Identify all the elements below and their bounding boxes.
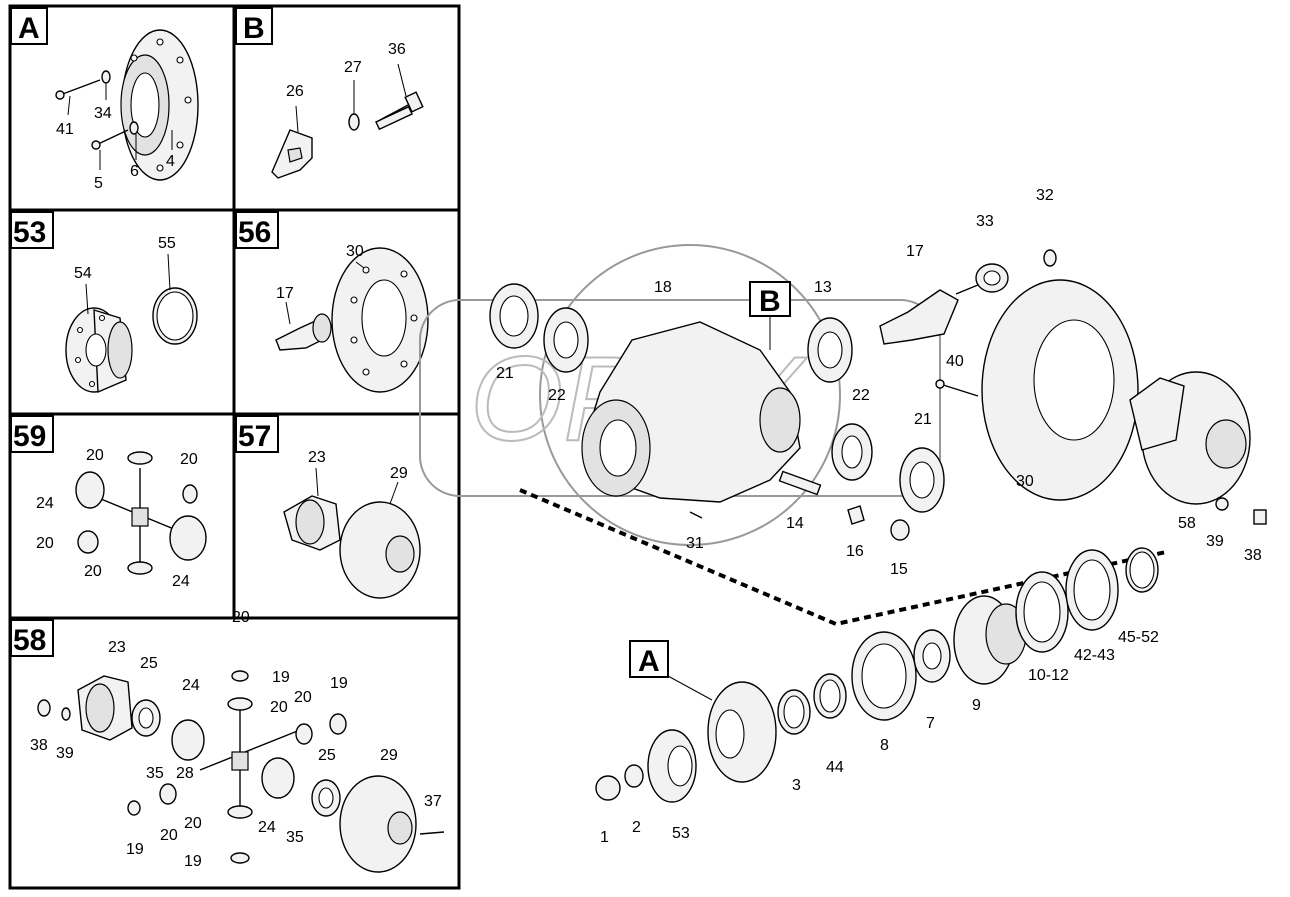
label-main-7: 7 (926, 715, 935, 732)
label-main-42-43: 42-43 (1074, 647, 1115, 664)
label-main-58: 58 (1178, 515, 1196, 532)
label-58-19c: 19 (126, 841, 144, 858)
label-main-10-12: 10-12 (1028, 667, 1069, 684)
panel-58-drawing: 23 25 24 19 20 20 19 38 39 35 28 20 25 2… (30, 609, 445, 873)
label-58-19b: 19 (330, 675, 348, 692)
label-58-29: 29 (380, 747, 398, 764)
label-56-30: 30 (346, 243, 364, 260)
label-b-27: 27 (344, 59, 362, 76)
label-53-55: 55 (158, 235, 176, 252)
main-callouts: A B (629, 281, 791, 701)
label-58-23: 23 (108, 639, 126, 656)
label-58-37: 37 (424, 793, 442, 810)
label-a-41: 41 (56, 121, 74, 138)
panel-53-drawing: 54 55 (65, 235, 198, 394)
panel-tag-59: 59 (13, 420, 46, 453)
label-58-25b: 25 (318, 747, 336, 764)
panel-57-drawing: 23 29 (283, 449, 421, 599)
label-58-19a: 19 (272, 669, 290, 686)
panel-tag-57: 57 (238, 420, 271, 453)
label-main-45-52: 45-52 (1118, 629, 1159, 646)
label-58-35a: 35 (146, 765, 164, 782)
label-58-35b: 35 (286, 829, 304, 846)
label-main-2: 2 (632, 819, 641, 836)
label-main-21a: 21 (496, 365, 514, 382)
label-59-24b: 24 (172, 573, 190, 590)
label-58-20e: 20 (232, 609, 250, 626)
label-main-18: 18 (654, 279, 672, 296)
label-58-39: 39 (56, 745, 74, 762)
label-b-36: 36 (388, 41, 406, 58)
label-main-3: 3 (792, 777, 801, 794)
label-53-54: 54 (74, 265, 92, 282)
label-56-17: 17 (276, 285, 294, 302)
panel-grid (8, 4, 461, 890)
label-58-24b: 24 (258, 819, 276, 836)
label-58-20d: 20 (184, 815, 202, 832)
label-main-1: 1 (600, 829, 609, 846)
panel-tag-58: 58 (13, 624, 46, 657)
label-main-14: 14 (786, 515, 804, 532)
panel-59-drawing: 20 20 24 20 20 24 (36, 447, 207, 590)
callout-a: A (638, 645, 660, 678)
label-main-40: 40 (946, 353, 964, 370)
panel-tag-a: A (18, 12, 40, 45)
label-58-38: 38 (30, 737, 48, 754)
main-labels: 18 17 33 32 13 21 22 22 21 31 14 16 15 4… (496, 187, 1262, 846)
label-a-4: 4 (166, 153, 175, 170)
label-main-13: 13 (814, 279, 832, 296)
label-main-22a: 22 (548, 387, 566, 404)
label-57-23: 23 (308, 449, 326, 466)
label-main-44: 44 (826, 759, 844, 776)
label-57-29: 29 (390, 465, 408, 482)
label-58-20a: 20 (294, 689, 312, 706)
panel-56-drawing: 17 30 (275, 243, 429, 393)
label-59-20c: 20 (36, 535, 54, 552)
label-main-39: 39 (1206, 533, 1224, 550)
label-main-30: 30 (1016, 473, 1034, 490)
label-main-8: 8 (880, 737, 889, 754)
callout-b: B (759, 285, 781, 318)
label-59-24a: 24 (36, 495, 54, 512)
label-a-34: 34 (94, 105, 112, 122)
label-main-32: 32 (1036, 187, 1054, 204)
label-58-25a: 25 (140, 655, 158, 672)
panel-b-drawing: 26 27 36 (271, 41, 424, 179)
label-main-53: 53 (672, 825, 690, 842)
label-58-19d: 19 (184, 853, 202, 870)
label-58-28: 28 (176, 765, 194, 782)
label-58-24a: 24 (182, 677, 200, 694)
label-59-20d: 20 (84, 563, 102, 580)
panel-tag-56: 56 (238, 216, 271, 249)
label-main-33: 33 (976, 213, 994, 230)
label-main-16: 16 (846, 543, 864, 560)
label-main-9: 9 (972, 697, 981, 714)
main-exploded-view (489, 249, 1267, 803)
label-main-17: 17 (906, 243, 924, 260)
label-main-38: 38 (1244, 547, 1262, 564)
label-a-5: 5 (94, 175, 103, 192)
label-59-20b: 20 (180, 451, 198, 468)
label-b-26: 26 (286, 83, 304, 100)
label-59-20a: 20 (86, 447, 104, 464)
label-main-31: 31 (686, 535, 704, 552)
panel-tag-b: B (243, 12, 265, 45)
panel-tag-53: 53 (13, 216, 46, 249)
label-main-21b: 21 (914, 411, 932, 428)
label-a-6: 6 (130, 163, 139, 180)
label-main-22b: 22 (852, 387, 870, 404)
label-58-20c: 20 (160, 827, 178, 844)
label-58-20b: 20 (270, 699, 288, 716)
label-main-15: 15 (890, 561, 908, 578)
panel-a-drawing: 41 34 5 6 4 (55, 29, 199, 192)
panel-tags: A B 53 56 59 57 58 (10, 7, 279, 657)
